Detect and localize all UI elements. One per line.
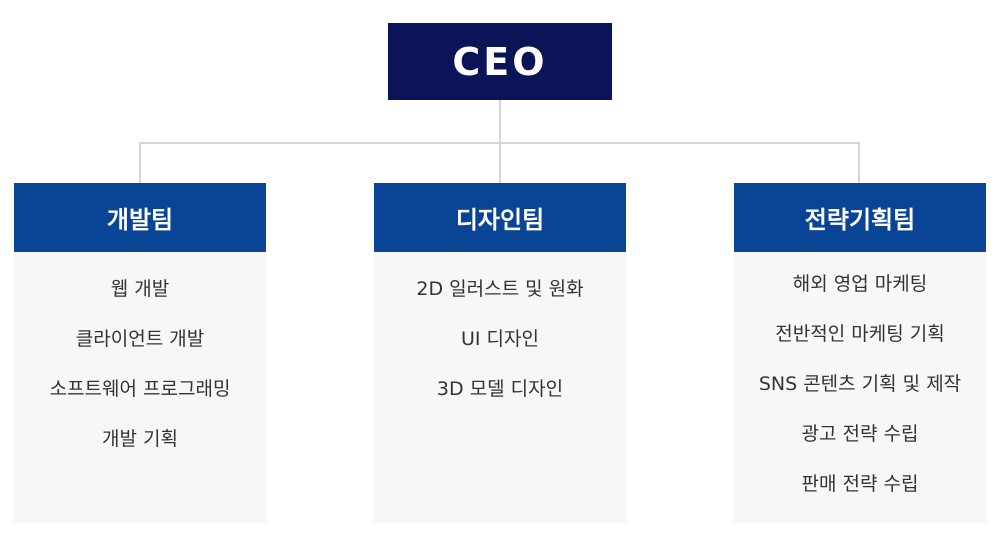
team-item: 해외 영업 마케팅 [792,273,928,295]
strategy-team-drop-line [858,142,860,183]
design-team-drop-line [499,142,501,183]
ceo-label: CEO [452,39,548,84]
team-item: 판매 전략 수립 [801,473,919,495]
team-item: 2D 일러스트 및 원화 [416,278,584,300]
team-item: SNS 콘텐츠 기획 및 제작 [758,373,962,395]
team-header: 개발팀 [14,183,266,252]
team-header: 디자인팀 [374,183,626,252]
team-item: 3D 모델 디자인 [436,378,564,400]
team-strategy: 전략기획팀 해외 영업 마케팅 전반적인 마케팅 기획 SNS 콘텐츠 기획 및… [734,183,986,523]
team-items: 웹 개발 클라이언트 개발 소프트웨어 프로그래밍 개발 기획 [14,252,266,523]
team-header: 전략기획팀 [734,183,986,252]
team-name: 전략기획팀 [804,206,916,234]
team-items: 해외 영업 마케팅 전반적인 마케팅 기획 SNS 콘텐츠 기획 및 제작 광고… [734,252,986,523]
team-items: 2D 일러스트 및 원화 UI 디자인 3D 모델 디자인 [374,252,626,523]
team-item: 클라이언트 개발 [75,328,205,350]
team-item: 소프트웨어 프로그래밍 [49,378,231,400]
team-name: 개발팀 [106,206,174,234]
ceo-node: CEO [388,23,612,100]
team-dev: 개발팀 웹 개발 클라이언트 개발 소프트웨어 프로그래밍 개발 기획 [14,183,266,523]
team-item: UI 디자인 [461,328,539,350]
team-item: 광고 전략 수립 [801,423,919,445]
ceo-stem-line [499,100,501,143]
dev-team-drop-line [139,142,141,183]
team-design: 디자인팀 2D 일러스트 및 원화 UI 디자인 3D 모델 디자인 [374,183,626,523]
team-name: 디자인팀 [455,206,545,234]
team-item: 웹 개발 [110,278,170,300]
team-item: 전반적인 마케팅 기획 [775,323,945,345]
team-item: 개발 기획 [102,428,178,450]
